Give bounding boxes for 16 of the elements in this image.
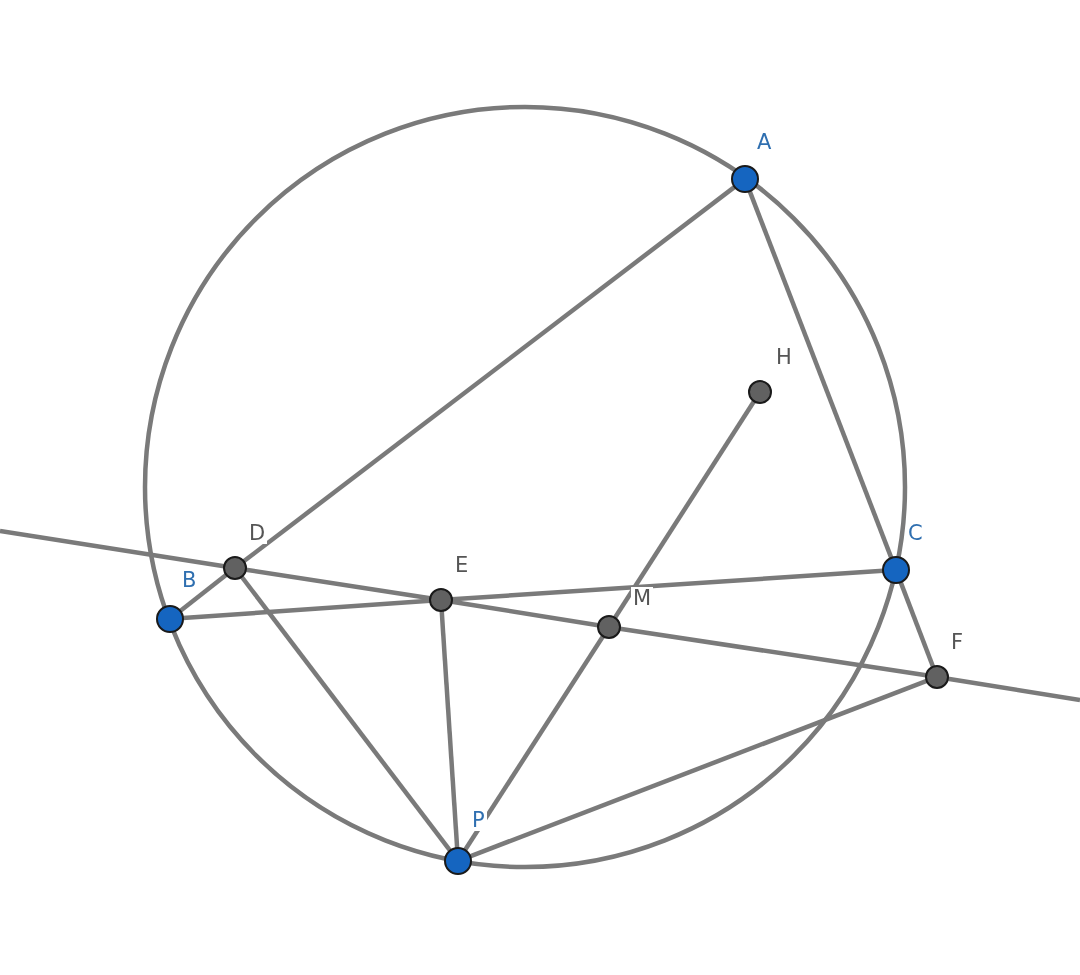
line-segment: [451, 599, 599, 628]
line-segment: [245, 567, 431, 601]
line-segment: [178, 573, 228, 613]
line-segment: [613, 400, 756, 619]
line-segment: [463, 635, 605, 852]
line-segment: [747, 190, 894, 559]
line-segment: [182, 598, 431, 621]
line-segment: [619, 626, 927, 678]
line-segment: [439, 610, 460, 849]
line-segment: [242, 185, 737, 564]
line-segment: [947, 676, 1080, 703]
line-segment: [239, 575, 452, 853]
line-segment: [469, 678, 928, 859]
line-segment: [451, 568, 884, 602]
line-segment: [898, 581, 936, 668]
line-segment: [0, 528, 225, 569]
